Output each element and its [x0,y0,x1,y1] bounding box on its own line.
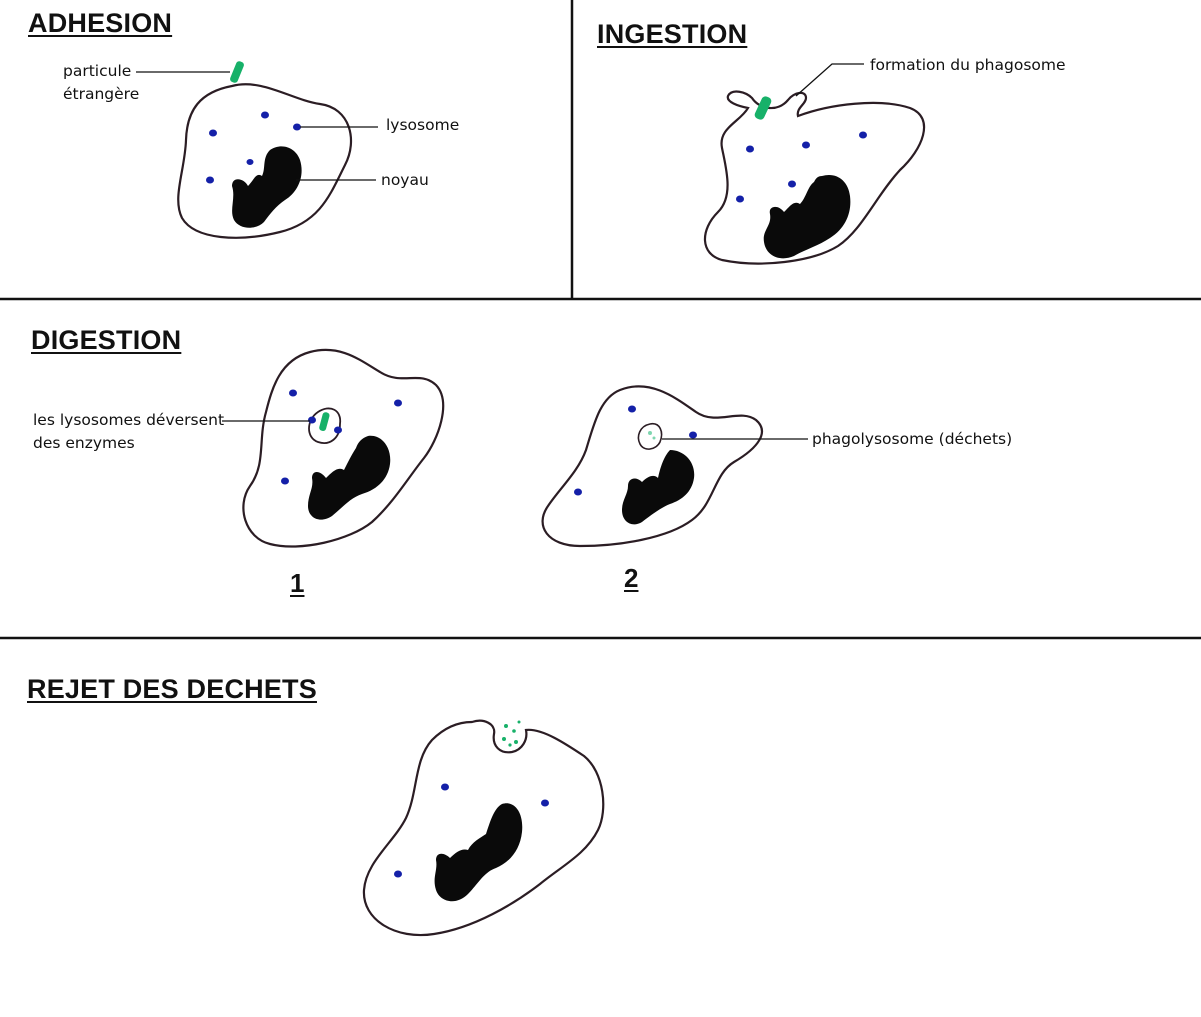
label-particle-line2: étrangère [63,85,140,103]
label-lysosome: lysosome [386,116,460,134]
adhesion-cell [177,61,353,239]
title-adhesion: ADHESION [28,8,173,38]
rejection-nucleus [434,803,523,902]
title-rejection: REJET DES DECHETS [27,674,317,704]
label-phagosome: formation du phagosome [870,56,1066,74]
label-enzymes-line1: les lysosomes déversent [33,411,225,429]
digestion-cell-2 [541,385,763,548]
title-ingestion: INGESTION [597,19,748,49]
phagolysosome [637,422,663,450]
adhesion-nucleus [232,146,302,228]
adhesion-particle [230,61,244,83]
step-number-2: 2 [624,563,639,593]
title-digestion: DIGESTION [31,325,182,355]
label-particle-line1: particule [63,62,132,80]
step-number-1: 1 [290,568,305,598]
digestion-2-nucleus [622,450,695,525]
digestion-cell-1 [242,348,445,548]
digestion-1-nucleus [308,435,391,520]
leader-phagosome [795,63,864,97]
label-enzymes-line2: des enzymes [33,434,135,452]
label-nucleus: noyau [381,171,429,189]
ingestion-particle [754,96,772,120]
ingestion-nucleus [763,174,851,259]
ingestion-cell [703,90,926,265]
waste-particles [502,720,521,747]
rejection-cell [362,719,605,937]
label-phagolysosome: phagolysosome (déchets) [812,430,1013,448]
